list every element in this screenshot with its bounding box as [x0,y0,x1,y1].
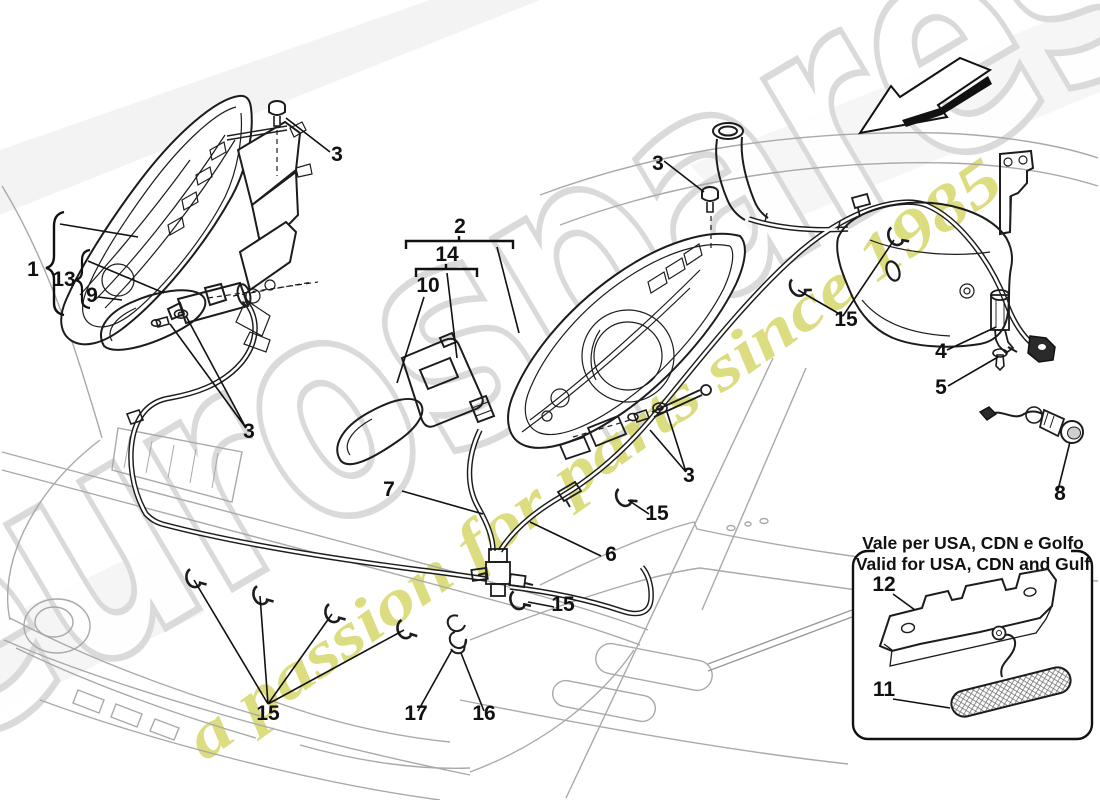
callout-7-label: 7 [383,478,395,501]
screw-top-left [268,100,286,176]
inset-title-italian: Vale per USA, CDN e Golfo [862,533,1084,553]
hose-retainer-clip [446,614,468,655]
marker-bracket-drawing [878,567,1058,667]
callout-9-label: 9 [86,284,98,307]
callout-16-label: 16 [472,702,495,725]
callout-13-label: 13 [52,268,75,291]
car-body-outline [1,132,1099,800]
screw-top-middle [701,186,719,252]
callout-15a-label: 15 [834,308,858,331]
callout-15c-label: 15 [551,593,575,616]
inset-note-box: Vale per USA, CDN e Golfo Valid for USA,… [851,528,1094,741]
callout-10-label: 10 [416,274,439,297]
washer-jet-left [100,281,319,351]
pump-screw [992,348,1008,372]
callout-2-label: 2 [454,215,466,238]
callout-3a-label: 3 [331,143,343,166]
callout-5-label: 5 [935,376,947,399]
level-sensor [978,406,1084,444]
headlamp-mount-bolt [627,402,668,424]
washer-hose [125,192,1056,617]
callout-11-label: 11 [873,678,896,701]
callout-15d-label: 15 [256,702,280,725]
callout-4-label: 4 [935,340,947,363]
direction-arrow-icon [857,56,993,135]
leader-lines [59,117,1071,712]
side-marker-recess [552,642,713,723]
callout-12-label: 12 [872,573,895,596]
callout-14-label: 14 [435,243,459,266]
callout-braces [45,210,515,317]
filler-neck [712,122,841,231]
callout-6-label: 6 [605,543,617,566]
callout-17-label: 17 [404,702,427,725]
callout-8-label: 8 [1054,482,1066,505]
marker-lamp-drawing [950,625,1072,718]
callout-3d-label: 3 [243,420,255,443]
callout-labels: 3 1 13 9 2 14 10 3 15 4 5 8 7 3 3 15 6 1… [27,143,1066,725]
reservoir-pump [990,289,1018,355]
callout-15b-label: 15 [645,502,669,525]
callout-3c-label: 3 [683,464,695,487]
left-headlamp-drawing [60,94,313,353]
callout-1-label: 1 [27,258,39,281]
washer-jet-right [336,331,496,466]
hose-junction-fitting [470,548,534,597]
right-headlamp-drawing [507,232,746,461]
inset-title-english: Valid for USA, CDN and Gulf [856,554,1090,574]
callout-3b-label: 3 [652,152,664,175]
